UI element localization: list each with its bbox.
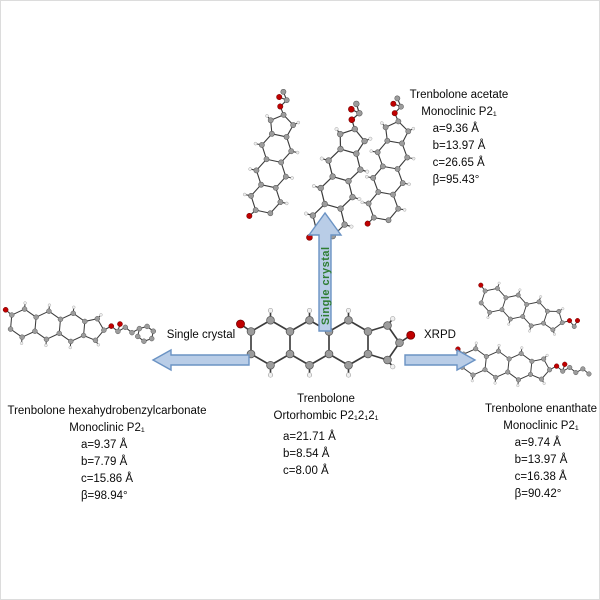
right-arrow-shape: [404, 348, 477, 372]
cell-param-b: b=7.79 Å: [80, 456, 128, 468]
cell-param-c: c=16.38 Å: [514, 471, 567, 483]
trenbolone-info: Trenbolone Ortorhombic P2₁2₁2₁: [253, 391, 399, 425]
trenbolone-acetate-structure: [242, 88, 416, 241]
compound-name: Trenbolone hexahydrobenzylcarbonate: [7, 405, 207, 417]
crystal-system: Monoclinic P2₁: [421, 106, 497, 118]
left-arrow: [151, 348, 250, 372]
trenbolone-enanthate-structure: [455, 281, 592, 387]
cell-param-beta: β=90.42°: [514, 488, 562, 500]
trenbolone-structure: [236, 307, 416, 378]
up-arrow-shape: [307, 211, 343, 332]
cell-param-c: c=8.00 Å: [283, 465, 329, 477]
cell-param-a: a=9.74 Å: [514, 437, 561, 449]
crystal-system: Ortorhombic P2₁2₁2₁: [273, 410, 379, 422]
compound-name: Trenbolone: [297, 393, 355, 405]
cell-param-a: a=9.37 Å: [80, 439, 128, 451]
hexahydrobenzylcarbonate-info: Trenbolone hexahydrobenzylcarbonate Mono…: [1, 403, 213, 505]
cell-param-c: c=26.65 Å: [432, 157, 485, 169]
cell-param-b: b=8.54 Å: [283, 448, 330, 460]
cell-param-a: a=21.71 Å: [283, 431, 336, 443]
crystal-system: Monoclinic P2₁: [69, 422, 145, 434]
crystal-system: Monoclinic P2₁: [503, 420, 579, 432]
right-arrow: [404, 348, 477, 372]
compound-name: Trenbolone acetate: [409, 89, 509, 101]
cell-param-b: b=13.97 Å: [514, 454, 568, 466]
cell-param-a: a=9.36 Å: [432, 123, 479, 135]
up-arrow: Single crystal: [307, 211, 343, 332]
trenbolone-cell-params: a=21.71 Å b=8.54 Å c=8.00 Å: [283, 429, 373, 480]
cell-param-c: c=15.86 Å: [80, 473, 134, 485]
acetate-info: Trenbolone acetate Monoclinic P2₁ a=9.36…: [393, 87, 525, 189]
cell-param-b: b=13.97 Å: [432, 140, 486, 152]
left-arrow-label: Single crystal: [166, 329, 236, 341]
left-arrow-shape: [151, 348, 250, 372]
compound-name: Trenbolone enanthate: [484, 403, 598, 415]
enanthate-info: Trenbolone enanthate Monoclinic P2₁ a=9.…: [475, 401, 599, 503]
trenbolone-hexahydrobenzylcarbonate-structure: [2, 301, 156, 350]
cell-param-beta: β=95.43°: [432, 174, 480, 186]
right-arrow-label: XRPD: [424, 329, 456, 341]
up-arrow-label: Single crystal: [320, 246, 332, 325]
cell-param-beta: β=98.94°: [80, 490, 128, 502]
